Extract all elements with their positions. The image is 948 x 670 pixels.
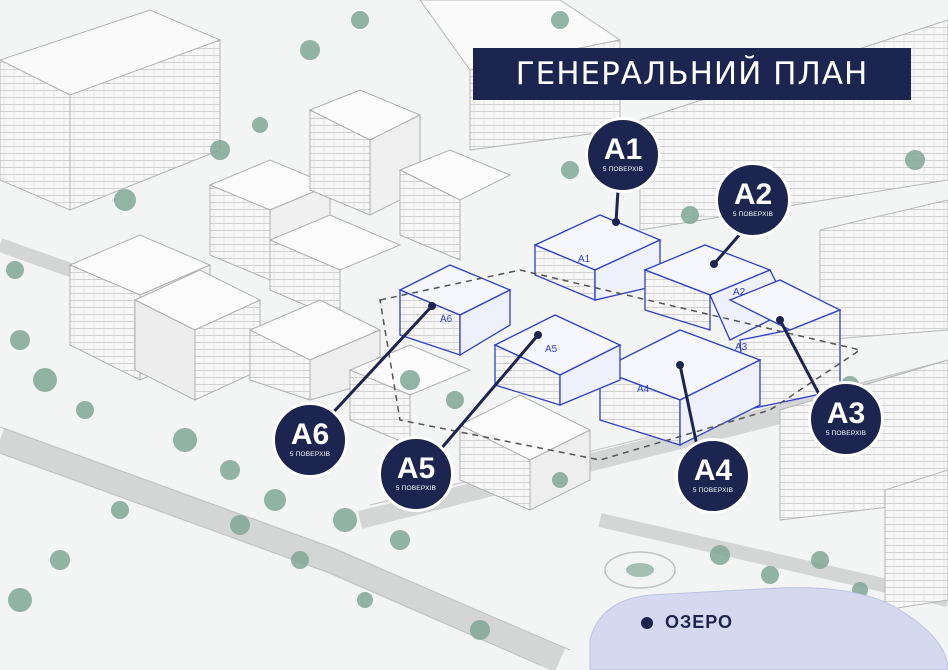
marker-floors: 5 ПОВЕРХІВ (732, 211, 774, 218)
marker-floors: 5 ПОВЕРХІВ (825, 430, 867, 437)
site-boundary (379, 269, 862, 461)
building-label-a4: A4 (637, 384, 650, 395)
marker-code: A2 (733, 178, 773, 211)
trees (6, 11, 925, 640)
marker-a6[interactable]: A6 5 ПОВЕРХІВ (272, 402, 348, 478)
marker-a2[interactable]: A2 5 ПОВЕРХІВ (715, 162, 791, 238)
building-label-a1: A1 (578, 254, 591, 265)
building-label-a2: A2 (733, 287, 746, 298)
existing-buildings (68, 89, 592, 511)
building-label-a3: A3 (735, 342, 748, 353)
marker-floors: 5 ПОВЕРХІВ (395, 485, 437, 492)
marker-code: A5 (396, 452, 436, 485)
project-buildings (398, 214, 842, 447)
lake-label: ОЗЕРО (641, 612, 733, 633)
marker-a3[interactable]: A3 5 ПОВЕРХІВ (808, 381, 884, 457)
marker-a5[interactable]: A5 5 ПОВЕРХІВ (378, 436, 454, 512)
building-label-a5: A5 (545, 344, 558, 355)
marker-code: A3 (826, 397, 866, 430)
page-title: ГЕНЕРАЛЬНИЙ ПЛАН (473, 48, 911, 100)
marker-code: A6 (290, 418, 330, 451)
building-label-a6: A6 (440, 314, 453, 325)
roundabout (604, 551, 676, 589)
marker-a1[interactable]: A1 5 ПОВЕРХІВ (585, 117, 661, 193)
building-code-labels: A1 A2 A3 A4 A5 A6 (440, 254, 748, 395)
location-dot-icon (641, 616, 653, 629)
lake-label-text: ОЗЕРО (665, 612, 734, 632)
marker-code: A4 (693, 454, 733, 487)
marker-floors: 5 ПОВЕРХІВ (692, 487, 734, 494)
marker-code: A1 (603, 133, 643, 166)
marker-floors: 5 ПОВЕРХІВ (602, 166, 644, 173)
marker-anchor-dots (428, 218, 784, 369)
marker-floors: 5 ПОВЕРХІВ (289, 451, 331, 458)
lake (589, 587, 948, 670)
marker-a4[interactable]: A4 5 ПОВЕРХІВ (675, 438, 751, 514)
